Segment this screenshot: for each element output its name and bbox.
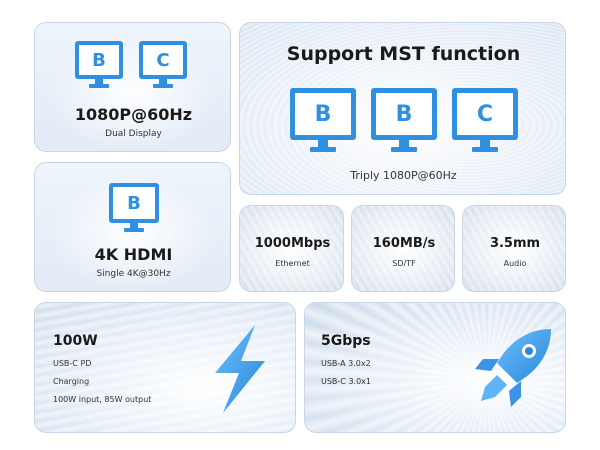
power-line: USB-C PD bbox=[53, 359, 92, 368]
power-tile: 100W USB-C PD Charging 100W input, 85W o… bbox=[34, 302, 296, 433]
power-line: 100W input, 85W output bbox=[53, 395, 152, 404]
usb-tile: 5Gbps USB-A 3.0x2 USB-C 3.0x1 bbox=[304, 302, 566, 433]
monitor-label: B bbox=[75, 41, 123, 79]
monitor-label: C bbox=[452, 88, 518, 140]
usb-title: 5Gbps bbox=[321, 333, 371, 349]
hdmi-subtitle: Single 4K@30Hz bbox=[96, 269, 171, 279]
lightning-bolt-icon bbox=[215, 325, 265, 413]
power-line: Charging bbox=[53, 377, 90, 386]
monitor-icon: B bbox=[290, 88, 356, 154]
rocket-icon bbox=[475, 329, 551, 407]
monitor-label: B bbox=[290, 88, 356, 140]
dual-display-subtitle: Dual Display bbox=[105, 129, 162, 139]
audio-tile: 3.5mm Audio bbox=[462, 205, 566, 292]
usb-line: USB-C 3.0x1 bbox=[321, 377, 371, 386]
ethernet-subtitle: Ethernet bbox=[275, 259, 310, 268]
dual-display-title: 1080P@60Hz bbox=[74, 105, 193, 124]
mst-subtitle: Triply 1080P@60Hz bbox=[350, 169, 457, 182]
audio-title: 3.5mm bbox=[489, 236, 541, 251]
monitor-label: C bbox=[139, 41, 187, 79]
hdmi-tile: B 4K HDMI Single 4K@30Hz bbox=[34, 162, 231, 292]
audio-subtitle: Audio bbox=[503, 259, 527, 268]
monitor-icon: C bbox=[139, 41, 187, 89]
sdtf-subtitle: SD/TF bbox=[392, 259, 416, 268]
power-title: 100W bbox=[53, 333, 98, 349]
monitor-icon: B bbox=[109, 183, 159, 233]
monitor-icon: B bbox=[371, 88, 437, 154]
ethernet-tile: 1000Mbps Ethernet bbox=[239, 205, 344, 292]
monitor-icon: B bbox=[75, 41, 123, 89]
dual-display-tile: B C 1080P@60Hz Dual Display bbox=[34, 22, 231, 152]
mst-title: Support MST function bbox=[286, 43, 521, 65]
sdtf-title: 160MB/s bbox=[372, 236, 436, 251]
sdtf-tile: 160MB/s SD/TF bbox=[351, 205, 455, 292]
monitor-label: B bbox=[371, 88, 437, 140]
ethernet-title: 1000Mbps bbox=[254, 236, 331, 251]
hdmi-title: 4K HDMI bbox=[94, 245, 173, 264]
monitor-label: B bbox=[109, 183, 159, 223]
monitor-icon: C bbox=[452, 88, 518, 154]
usb-line: USB-A 3.0x2 bbox=[321, 359, 371, 368]
mst-tile: Support MST function B B C Triply 1080P@… bbox=[239, 22, 566, 195]
